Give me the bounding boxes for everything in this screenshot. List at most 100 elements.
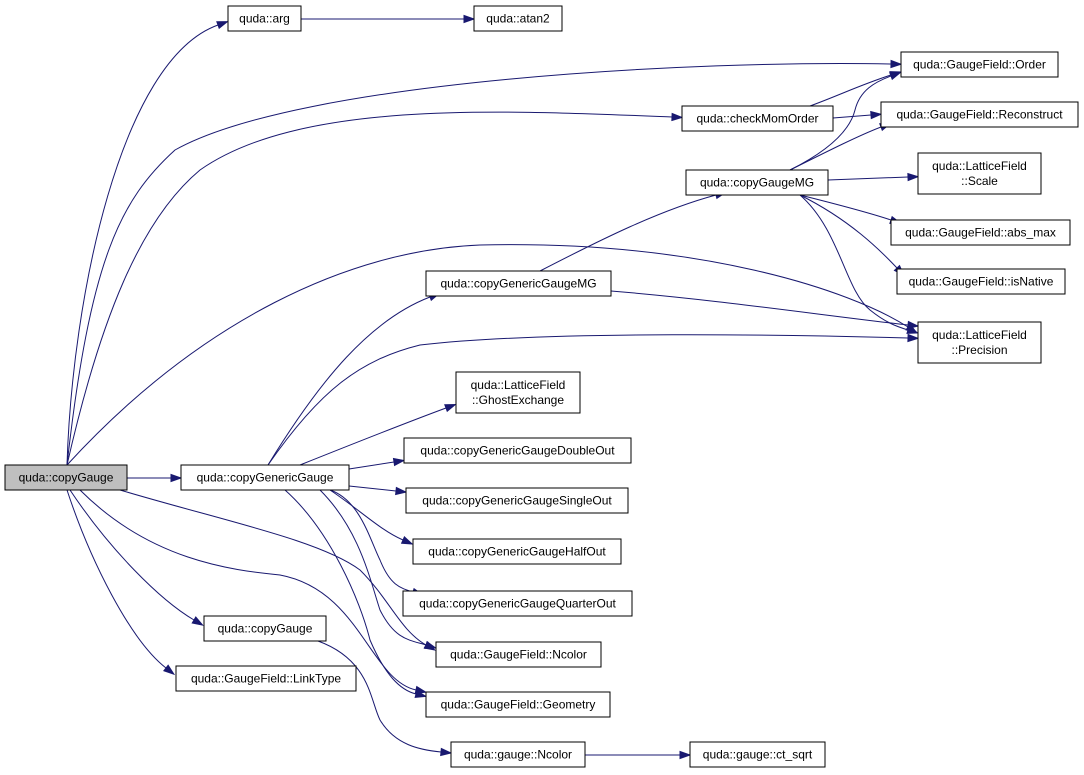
edge-arg-to-atan2 (301, 14, 476, 24)
node-box (450, 741, 586, 768)
node-copyGauge2[interactable]: quda::copyGauge (203, 615, 327, 642)
node-cgg_quarter[interactable]: quda::copyGenericGaugeQuarterOut (402, 590, 633, 617)
node-box (425, 691, 611, 718)
node-cgg_half[interactable]: quda::copyGenericGaugeHalfOut (412, 538, 622, 565)
arrowhead (889, 71, 902, 81)
node-box (689, 741, 826, 768)
node-box (180, 464, 350, 491)
node-label: quda::copyGenericGaugeMG (440, 277, 596, 291)
node-atan2[interactable]: quda::atan2 (473, 5, 563, 32)
node-label: quda::LatticeField (932, 159, 1027, 173)
node-copyGenericGaugeMG[interactable]: quda::copyGenericGaugeMG (425, 270, 612, 297)
node-label: quda::copyGauge (19, 471, 114, 485)
edge-copyGaugeMG-to-gf_absmax (799, 194, 902, 224)
node-box (900, 51, 1059, 78)
node-gf_reconstruct[interactable]: quda::GaugeField::Reconstruct (880, 101, 1079, 128)
edge-copyGauge2-to-gauge_ncolor (317, 640, 453, 757)
node-cgg_double[interactable]: quda::copyGenericGaugeDoubleOut (403, 437, 632, 464)
edge-copyGenericGauge-to-cgg_half (329, 489, 414, 545)
arrowhead (890, 59, 903, 69)
edge-copyGenericGauge-to-cgg_double (348, 457, 406, 470)
node-box (455, 371, 581, 414)
edge-copyGaugeMG-to-gf_isnative (799, 194, 905, 277)
node-box (880, 101, 1079, 128)
node-box (473, 5, 563, 32)
edge-gauge_ncolor-to-gauge_ctsqrt (585, 750, 692, 760)
edge-copyGauge_root-to-gf_order (66, 59, 903, 466)
node-gf_geometry[interactable]: quda::GaugeField::Geometry (425, 691, 611, 718)
node-box (890, 219, 1071, 246)
node-label: quda::copyGauge (218, 622, 313, 636)
node-label: ::Scale (961, 174, 998, 188)
node-gauge_ctsqrt[interactable]: quda::gauge::ct_sqrt (689, 741, 826, 768)
node-cgg_single[interactable]: quda::copyGenericGaugeSingleOut (405, 487, 629, 514)
edge-copyGenericGauge-to-gf_geometry (284, 489, 428, 698)
node-gf_order[interactable]: quda::GaugeField::Order (900, 51, 1059, 78)
node-copyGenericGauge[interactable]: quda::copyGenericGauge (180, 464, 350, 491)
edge-copyGauge_root-to-copyGenericGauge (127, 473, 183, 483)
edge-copyGauge_root-to-arg (66, 21, 229, 466)
arrowhead (424, 640, 437, 649)
node-lf_precision[interactable]: quda::LatticeField::Precision (917, 321, 1042, 364)
node-label: quda::gauge::ct_sqrt (703, 748, 813, 762)
call-graph-edges (66, 14, 920, 760)
node-label: quda::copyGenericGaugeHalfOut (428, 545, 606, 559)
arrowhead (870, 110, 883, 120)
node-label: quda::GaugeField::LinkType (191, 672, 341, 686)
node-label: quda::copyGenericGaugeQuarterOut (419, 597, 616, 611)
node-label: quda::GaugeField::isNative (909, 275, 1054, 289)
edge-copyGenericGauge-to-gf_ncolor (319, 489, 437, 649)
node-gf_absmax[interactable]: quda::GaugeField::abs_max (890, 219, 1071, 246)
arrowhead (191, 616, 204, 626)
node-box (685, 169, 829, 196)
node-box (425, 270, 612, 297)
arrowhead (392, 457, 406, 467)
arrowhead (444, 404, 457, 413)
node-box (403, 437, 632, 464)
edge-copyGauge_root-to-gf_linktype (66, 489, 176, 676)
edge-copyGaugeMG-to-lf_precision (799, 194, 920, 334)
node-label: quda::copyGenericGaugeDoubleOut (420, 444, 615, 458)
node-gf_ncolor[interactable]: quda::GaugeField::Ncolor (435, 641, 602, 668)
edge-checkMomOrder-to-gf_reconstruct (832, 110, 883, 120)
arrowhead (414, 689, 428, 698)
node-label: ::Precision (951, 343, 1007, 357)
node-arg[interactable]: quda::arg (227, 5, 302, 32)
arrowhead (463, 14, 476, 24)
arrowhead (163, 664, 176, 676)
node-gf_linktype[interactable]: quda::GaugeField::LinkType (175, 665, 357, 692)
edge-checkMomOrder-to-gf_order (809, 71, 902, 107)
node-lf_scale[interactable]: quda::LatticeField::Scale (917, 152, 1042, 195)
arrowhead (440, 747, 453, 757)
node-label: quda::arg (239, 12, 290, 26)
arrowhead (400, 535, 414, 545)
node-label: quda::LatticeField (471, 378, 566, 392)
node-label: quda::gauge::Ncolor (464, 748, 572, 762)
node-box (681, 105, 834, 132)
node-copyGauge_root[interactable]: quda::copyGauge (4, 464, 128, 491)
node-label: ::GhostExchange (472, 393, 564, 407)
node-box (896, 268, 1066, 295)
node-box (435, 641, 602, 668)
arrowhead (907, 320, 920, 330)
node-checkMomOrder[interactable]: quda::checkMomOrder (681, 105, 834, 132)
edge-copyGenericGauge-to-lf_ghostexchange (299, 404, 457, 466)
node-box (917, 321, 1042, 364)
arrowhead (170, 473, 183, 483)
node-box (203, 615, 327, 642)
node-label: quda::GaugeField::Geometry (441, 698, 596, 712)
edge-copyGaugeMG-to-lf_scale (827, 172, 920, 182)
node-gf_isnative[interactable]: quda::GaugeField::isNative (896, 268, 1066, 295)
node-copyGaugeMG[interactable]: quda::copyGaugeMG (685, 169, 829, 196)
node-lf_ghostexchange[interactable]: quda::LatticeField::GhostExchange (455, 371, 581, 414)
node-box (412, 538, 622, 565)
call-graph-nodes: quda::copyGauge quda::arg quda::atan2quda:… (4, 5, 1079, 768)
node-label: quda::copyGenericGauge (197, 471, 334, 485)
node-label: quda::atan2 (486, 12, 550, 26)
node-gauge_ncolor[interactable]: quda::gauge::Ncolor (450, 741, 586, 768)
edge-copyGauge_root-to-copyGauge2 (69, 489, 204, 626)
arrowhead (907, 172, 920, 182)
edge-copyGenericGauge-to-lf_precision (267, 333, 920, 466)
arrowhead (395, 486, 408, 496)
